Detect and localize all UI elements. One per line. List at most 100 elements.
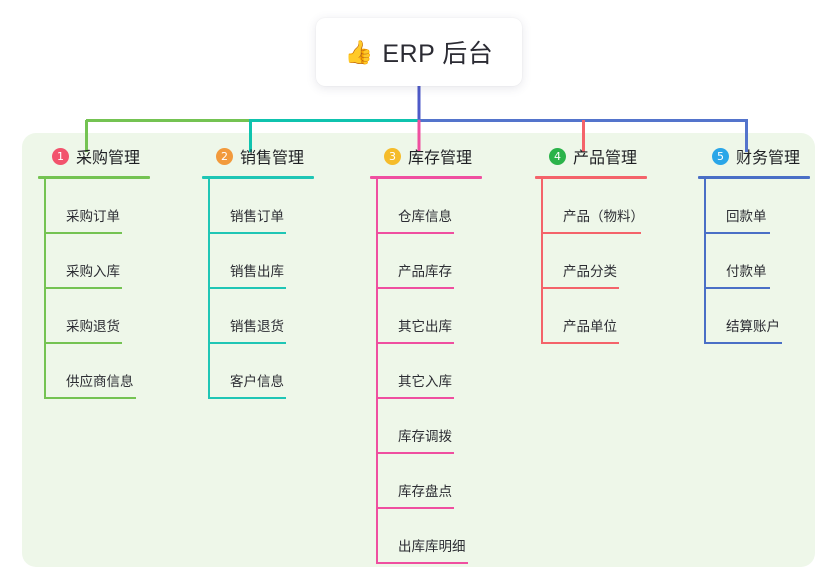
branch-item[interactable]: 仓库信息	[370, 179, 482, 234]
branch-item-rule	[44, 232, 122, 234]
branch-header-2[interactable]: 2 销售管理	[202, 143, 314, 169]
branch-item[interactable]: 结算账户	[698, 289, 810, 344]
branch-number-badge: 2	[216, 147, 233, 165]
branch-item-rule	[376, 452, 454, 454]
branch-item-rule	[44, 397, 136, 399]
branch-spine	[208, 179, 210, 399]
branch-header-5[interactable]: 5 财务管理	[698, 143, 810, 169]
branch-number-badge: 3	[384, 147, 401, 165]
branches-panel	[22, 133, 815, 567]
branch-item[interactable]: 产品单位	[535, 289, 647, 344]
branch-item-label: 付款单	[726, 264, 767, 279]
branch-header-rule	[38, 176, 150, 179]
branch-item-rule	[541, 232, 641, 234]
branch-item-label: 采购入库	[66, 264, 120, 279]
branch-column-5: 5 财务管理回款单付款单结算账户	[698, 143, 810, 344]
root-title: ERP 后台	[382, 40, 494, 68]
branch-item-label: 产品分类	[563, 264, 617, 279]
branch-item-label: 其它出库	[398, 319, 452, 334]
branch-title: 产品管理	[573, 150, 638, 167]
branch-number-badge: 5	[712, 147, 729, 165]
branch-item-rule	[541, 342, 619, 344]
branch-item-label: 销售出库	[230, 264, 284, 279]
branch-item[interactable]: 其它入库	[370, 344, 482, 399]
branch-item-rule	[376, 507, 454, 509]
root-node-card[interactable]: 👍 ERP 后台	[316, 18, 522, 86]
branch-item[interactable]: 库存调拨	[370, 399, 482, 454]
branch-item[interactable]: 产品库存	[370, 234, 482, 289]
branch-item-label: 供应商信息	[66, 374, 134, 389]
branch-item[interactable]: 付款单	[698, 234, 810, 289]
branch-item-label: 库存调拨	[398, 429, 452, 444]
branch-item[interactable]: 销售订单	[202, 179, 314, 234]
branch-item-rule	[44, 287, 122, 289]
branch-header-1[interactable]: 1 采购管理	[38, 143, 150, 169]
branch-item-rule	[376, 397, 454, 399]
branch-header-3[interactable]: 3 库存管理	[370, 143, 482, 169]
branch-title: 库存管理	[408, 150, 473, 167]
branch-item-rule	[44, 342, 122, 344]
branch-item-rule	[376, 287, 454, 289]
branch-item-rule	[541, 287, 619, 289]
branch-item-list: 回款单付款单结算账户	[698, 179, 810, 344]
branch-spine	[541, 179, 543, 344]
branch-item[interactable]: 出库库明细	[370, 509, 482, 564]
branch-item[interactable]: 销售退货	[202, 289, 314, 344]
branch-item[interactable]: 产品（物料）	[535, 179, 647, 234]
branch-item[interactable]: 客户信息	[202, 344, 314, 399]
branch-header-rule	[698, 176, 810, 179]
branch-spine	[44, 179, 46, 399]
branch-item-rule	[376, 342, 454, 344]
branch-item-rule	[376, 562, 468, 564]
branch-item-list: 销售订单销售出库销售退货客户信息	[202, 179, 314, 399]
branch-item-label: 客户信息	[230, 374, 284, 389]
branch-item-label: 仓库信息	[398, 209, 452, 224]
branch-item-rule	[704, 287, 770, 289]
branch-item-list: 仓库信息产品库存其它出库其它入库库存调拨库存盘点出库库明细	[370, 179, 482, 564]
branch-item-label: 库存盘点	[398, 484, 452, 499]
branch-header-rule	[202, 176, 314, 179]
branch-column-3: 3 库存管理仓库信息产品库存其它出库其它入库库存调拨库存盘点出库库明细	[370, 143, 482, 564]
branch-item-label: 产品单位	[563, 319, 617, 334]
branch-spine	[376, 179, 378, 564]
branch-item-list: 采购订单采购入库采购退货供应商信息	[38, 179, 150, 399]
branch-item[interactable]: 库存盘点	[370, 454, 482, 509]
branch-item-label: 出库库明细	[398, 539, 466, 554]
branch-title: 销售管理	[240, 150, 305, 167]
branch-item-label: 其它入库	[398, 374, 452, 389]
branch-item-label: 结算账户	[726, 319, 780, 334]
branch-title: 采购管理	[76, 150, 141, 167]
thumbs-up-icon: 👍	[344, 38, 374, 65]
branch-spine	[704, 179, 706, 344]
branch-number-badge: 4	[549, 147, 566, 165]
branch-column-4: 4 产品管理产品（物料） 产品分类产品单位	[535, 143, 647, 344]
branch-item-label: 销售退货	[230, 319, 284, 334]
branch-item-list: 产品（物料） 产品分类产品单位	[535, 179, 647, 344]
branch-item[interactable]: 回款单	[698, 179, 810, 234]
branch-column-1: 1 采购管理采购订单采购入库采购退货供应商信息	[38, 143, 150, 399]
branch-item-rule	[208, 342, 286, 344]
branch-item-rule	[208, 232, 286, 234]
branch-item-rule	[376, 232, 454, 234]
branch-item-rule	[704, 232, 770, 234]
branch-item[interactable]: 产品分类	[535, 234, 647, 289]
branch-item-label: 采购退货	[66, 319, 120, 334]
branch-header-rule	[535, 176, 647, 179]
branch-header-4[interactable]: 4 产品管理	[535, 143, 647, 169]
branch-item-rule	[208, 397, 286, 399]
branch-item[interactable]: 其它出库	[370, 289, 482, 344]
branch-item-label: 回款单	[726, 209, 767, 224]
branch-item[interactable]: 供应商信息	[38, 344, 150, 399]
branch-title: 财务管理	[736, 150, 801, 167]
branch-item[interactable]: 采购退货	[38, 289, 150, 344]
branch-number-badge: 1	[52, 147, 69, 165]
branch-column-2: 2 销售管理销售订单销售出库销售退货客户信息	[202, 143, 314, 399]
branch-item-label: 销售订单	[230, 209, 284, 224]
branch-item-label: 采购订单	[66, 209, 120, 224]
branch-item[interactable]: 采购入库	[38, 234, 150, 289]
branch-header-rule	[370, 176, 482, 179]
branch-item[interactable]: 销售出库	[202, 234, 314, 289]
branch-item-rule	[704, 342, 782, 344]
branch-item[interactable]: 采购订单	[38, 179, 150, 234]
branch-item-label: 产品（物料）	[563, 209, 644, 224]
